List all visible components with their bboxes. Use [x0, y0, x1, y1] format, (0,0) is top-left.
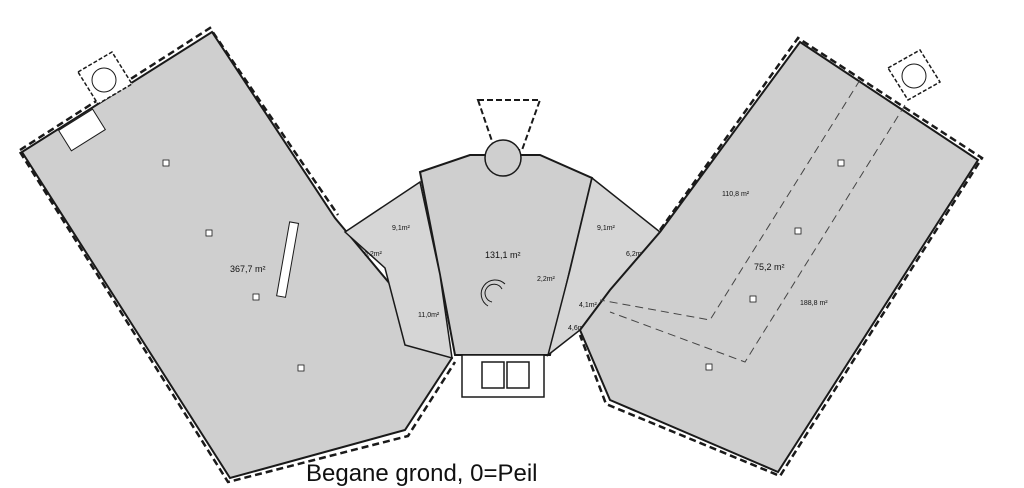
room-area-right-middle: 75,2 m² — [754, 262, 785, 272]
left-wing-outline-bottom — [18, 151, 457, 484]
entrance-rotunda — [484, 139, 522, 177]
left-stair-tower — [76, 50, 134, 106]
right-stair-tower — [886, 48, 942, 102]
right-wing-floor — [578, 40, 980, 474]
room-area-right-small-b: 4,1m² — [579, 302, 598, 309]
left-wing-outline — [19, 26, 340, 216]
room-area-right-bottom: 188,8 m² — [800, 300, 828, 307]
entrance-canopy — [476, 99, 542, 151]
left-utility-box — [57, 108, 107, 152]
room-area-left-toilet-a: 9,1m² — [392, 225, 411, 232]
right-columns — [705, 159, 845, 371]
left-columns — [162, 159, 305, 372]
elevator-right — [506, 361, 530, 389]
right-wing: 110,8 m² 75,2 m² 188,8 m² — [578, 36, 984, 478]
room-area-central-hall: 131,1 m² — [485, 250, 521, 260]
room-area-left-wing: 367,7 m² — [230, 264, 266, 274]
left-service-zone — [343, 180, 453, 360]
central-block: 131,1 m² 9,1m² 6,2m² 11,0m² 9,1m² 6,2m² … — [343, 99, 662, 398]
right-zone-dashed-line — [599, 79, 861, 321]
right-stair-icon — [901, 63, 927, 89]
room-area-right-small-a: 2,2m² — [537, 276, 556, 283]
left-counter — [276, 221, 300, 298]
right-zone-dashed-line-2 — [609, 104, 906, 363]
room-area-right-toilet-a: 9,1m² — [597, 225, 616, 232]
left-stair-icon — [91, 67, 117, 93]
room-area-right-small-c: 4,6m² — [568, 325, 587, 332]
room-area-left-toilet-b: 6,2m² — [364, 251, 383, 258]
room-area-left-store: 11,0m² — [418, 312, 440, 319]
central-stair-icon — [480, 279, 506, 307]
room-area-right-top: 110,8 m² — [722, 191, 750, 198]
room-area-right-toilet-b: 6,2m² — [626, 251, 645, 258]
elevator-left — [481, 361, 505, 389]
right-wing-outline — [578, 36, 984, 478]
left-wing: 367,7 m² — [18, 26, 457, 484]
plan-title: Begane grond, 0=Peil — [306, 460, 538, 487]
